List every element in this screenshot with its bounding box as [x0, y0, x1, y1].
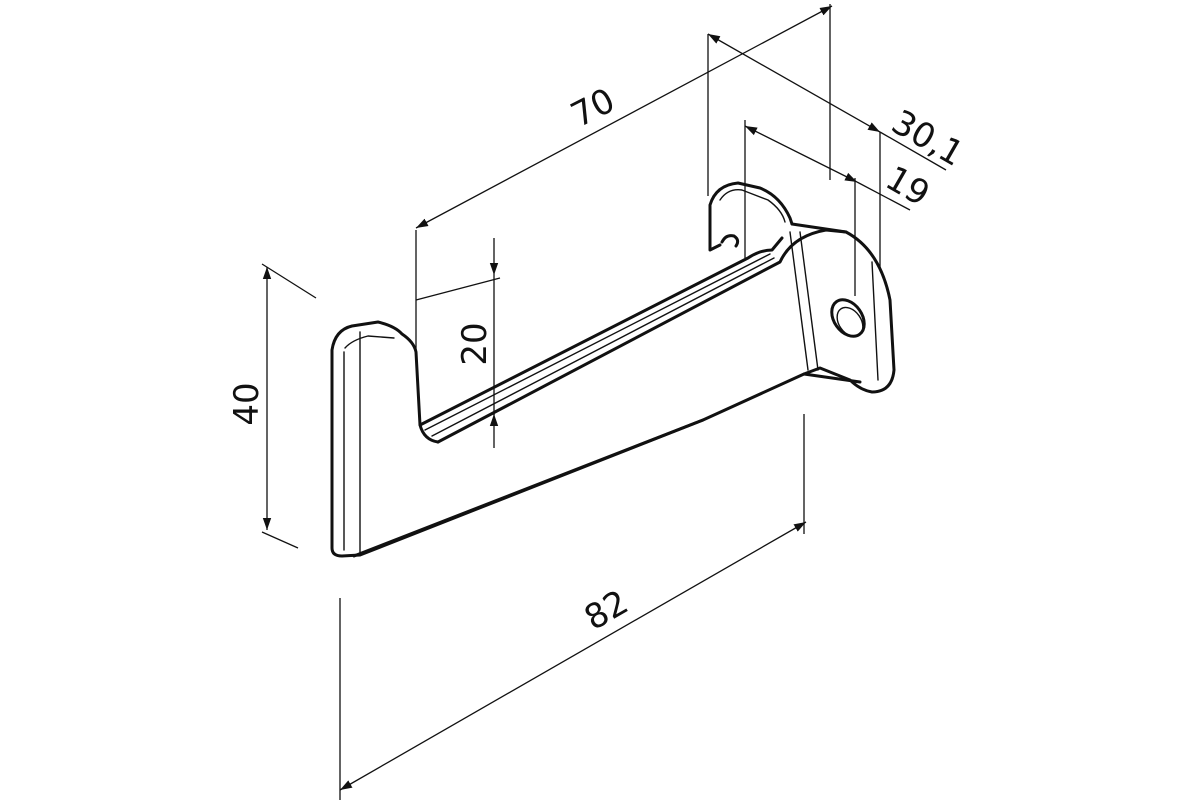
dimension-70: 70 [415, 4, 833, 350]
dimension-40: 40 [227, 263, 317, 549]
arm-upper-rail [436, 228, 848, 444]
dimension-20: 20 [415, 238, 501, 448]
arm-top-rail [418, 236, 784, 427]
mounting-plate-outline [790, 222, 896, 394]
dimension-19-label: 19 [879, 158, 936, 214]
dimension-82-label: 82 [578, 582, 635, 638]
mounting-hole-inner [836, 306, 864, 338]
bracket-edges [343, 189, 879, 554]
dimension-40-label: 40 [227, 382, 267, 425]
dimension-70-label: 70 [565, 81, 622, 136]
dimension-30-1: 30,1 [707, 33, 970, 270]
dimension-20-label: 20 [455, 322, 495, 365]
tab-slot [720, 234, 740, 248]
bracket-bottom-edge [352, 418, 705, 558]
hook-tip-outline [330, 320, 862, 558]
